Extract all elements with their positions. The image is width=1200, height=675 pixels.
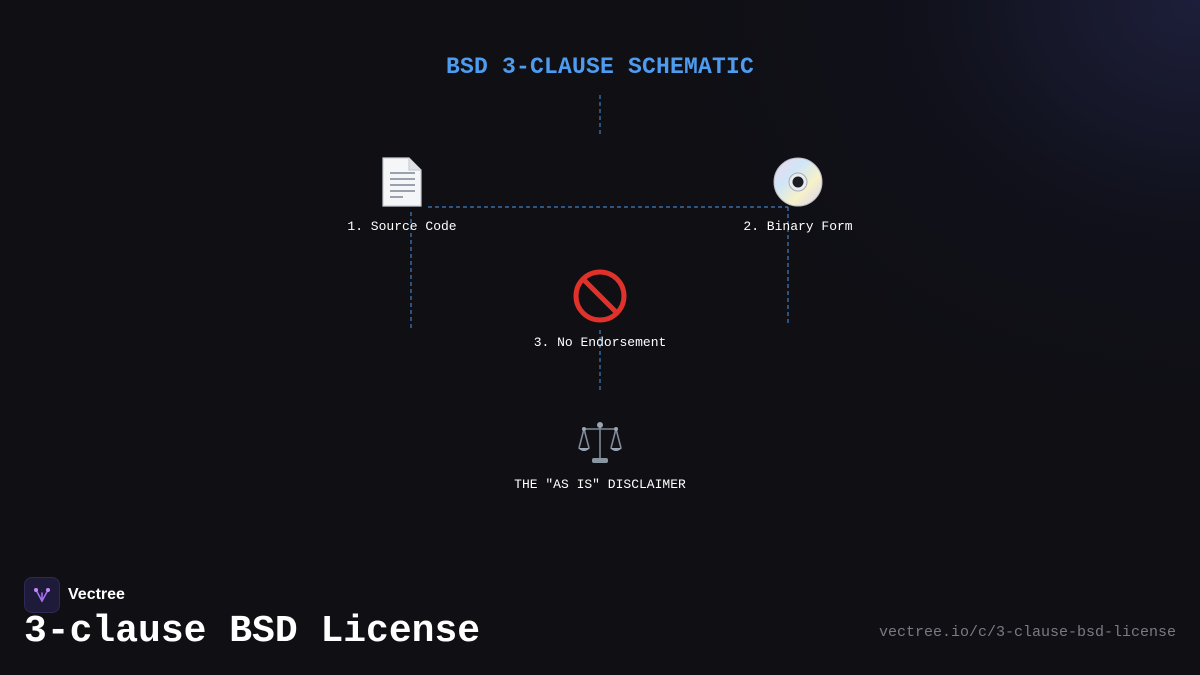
page-url[interactable]: vectree.io/c/3-clause-bsd-license (878, 624, 1176, 641)
brand: Vectree (24, 577, 125, 613)
node-label: THE "AS IS" DISCLAIMER (514, 477, 686, 492)
node-as-is-disclaimer: THE "AS IS" DISCLAIMER (480, 420, 720, 492)
balance-scale-icon (480, 420, 720, 471)
node-label: 1. Source Code (347, 219, 457, 234)
node-binary-form: 2. Binary Form (678, 156, 918, 234)
vectree-logo-icon (24, 577, 60, 613)
page-title: 3-clause BSD License (24, 610, 481, 653)
connector-lines (410, 95, 789, 392)
brand-name: Vectree (68, 586, 125, 603)
schematic-diagram: BSD 3-CLAUSE SCHEMATIC 1. Source Code (282, 54, 918, 492)
document-icon (282, 156, 522, 213)
diagram-title: BSD 3-CLAUSE SCHEMATIC (445, 54, 755, 80)
disc-icon (678, 156, 918, 213)
node-label: 2. Binary Form (743, 219, 853, 234)
prohibited-icon (480, 268, 720, 329)
node-no-endorsement: 3. No Endorsement (480, 268, 720, 350)
node-label: 3. No Endorsement (533, 335, 667, 350)
node-source-code: 1. Source Code (282, 156, 522, 234)
